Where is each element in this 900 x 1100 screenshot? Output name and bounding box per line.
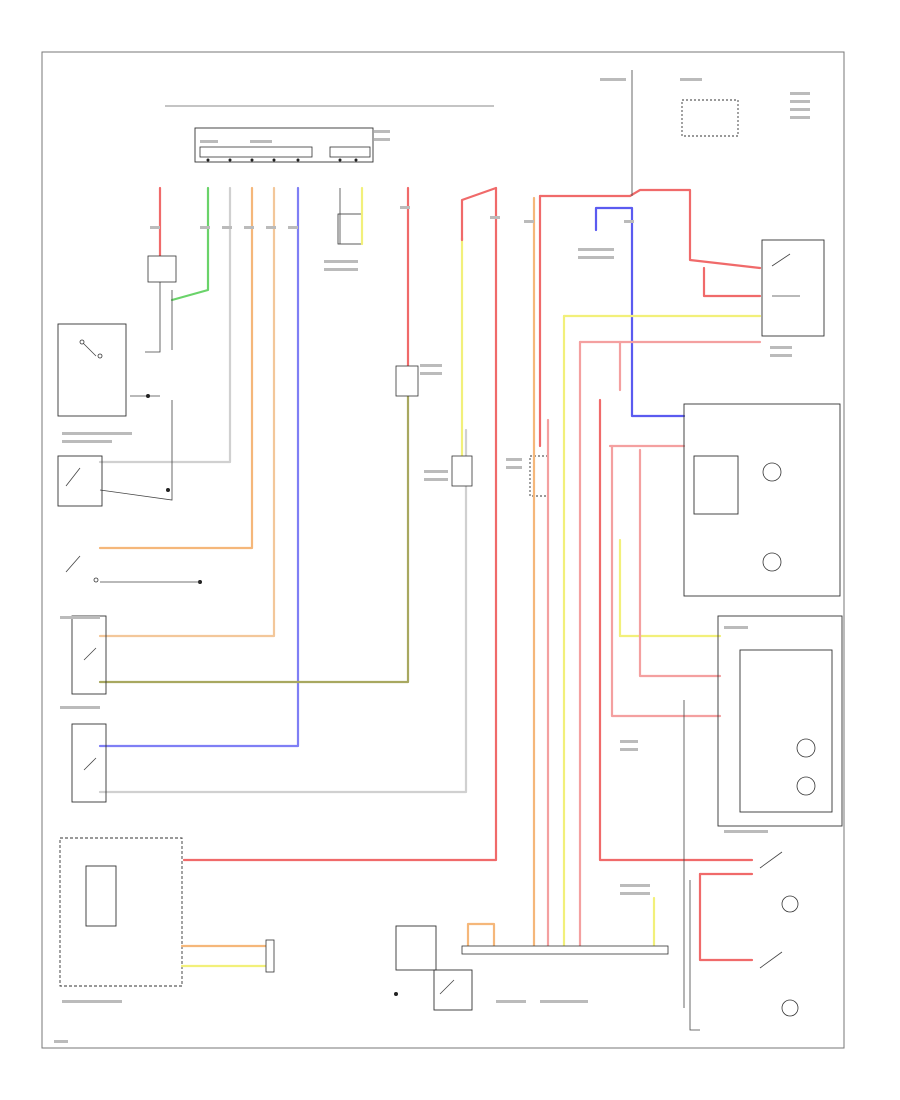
- trunk-lamp-right: [761, 239, 825, 337]
- instrument-cluster: [59, 837, 183, 987]
- fuse-box: [681, 99, 739, 137]
- smart-junction-box-connector: [194, 127, 374, 163]
- door-switch-rear-left: [57, 455, 103, 507]
- trunk-switch: [57, 323, 127, 417]
- ignition-key-switch: [395, 925, 473, 1011]
- door-switch-rear-right: [65, 555, 99, 583]
- overhead-relay: [529, 455, 549, 497]
- glove-box-lamp: [395, 365, 419, 397]
- door-switch-front-right: [71, 723, 107, 803]
- small-switch-top: [337, 213, 363, 245]
- trunk-lamp: [147, 255, 177, 283]
- overhead-console-lamp: [683, 403, 841, 597]
- right-vanity-lamp: [759, 951, 799, 1017]
- map-lamp-center: [451, 455, 473, 487]
- diagram-frame: [41, 51, 845, 1049]
- left-vanity-lamp: [759, 851, 799, 913]
- front-personal-lamp: [717, 615, 843, 827]
